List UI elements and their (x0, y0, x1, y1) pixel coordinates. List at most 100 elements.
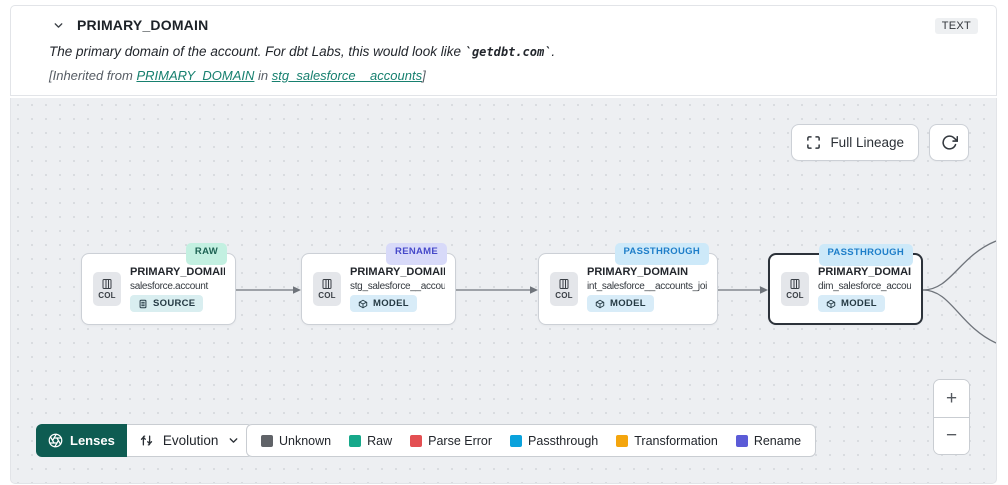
column-chip: COL (550, 272, 578, 306)
source-table-icon (138, 299, 148, 309)
legend-swatch-raw (349, 434, 362, 447)
aperture-icon (48, 433, 63, 448)
collapse-chevron-down-icon[interactable] (49, 16, 67, 34)
column-chip: COL (781, 272, 809, 306)
node-column-name: PRIMARY_DOMAIN (350, 266, 445, 278)
column-chip: COL (93, 272, 121, 306)
lineage-node-int-salesforce-accounts-joined[interactable]: PASSTHROUGH COL PRIMARY_DOMAIN int_sales… (538, 243, 718, 325)
description-suffix: . (551, 44, 556, 59)
column-title: PRIMARY_DOMAIN (77, 17, 209, 33)
inherited-model-link[interactable]: stg_salesforce__accounts (271, 68, 423, 83)
legend-swatch-transformation (616, 434, 629, 447)
columns-icon (558, 278, 570, 290)
legend-item-raw: Raw (349, 434, 392, 448)
legend-item-transformation: Transformation (616, 434, 718, 448)
legend-item-rename: Rename (735, 433, 802, 448)
legend-label: Unknown (279, 433, 332, 448)
legend-item-unknown: Unknown (261, 434, 331, 448)
lenses-button[interactable]: Lenses (36, 424, 127, 457)
zoom-controls: + − (933, 379, 970, 455)
model-cube-icon (595, 299, 605, 309)
col-chip-label: COL (555, 291, 573, 300)
inherited-middle: in (254, 68, 272, 83)
legend-label: Raw (367, 433, 393, 448)
node-content: COL PRIMARY_DOMAIN stg_salesforce__accou… (313, 266, 445, 312)
resource-type-label: SOURCE (153, 298, 196, 309)
lens-selected-label: Evolution (162, 433, 219, 448)
resource-type-label: MODEL (841, 298, 877, 309)
lineage-node-stg-salesforce-accounts[interactable]: RENAME COL PRIMARY_DOMAIN stg_salesforce… (301, 243, 456, 325)
legend-swatch-passthrough (510, 434, 523, 447)
columns-icon (321, 278, 333, 290)
refresh-icon (941, 134, 958, 151)
lineage-node-dim-salesforce-accounts[interactable]: PASSTHROUGH COL PRIMARY_DOMAIN dim_sales… (768, 244, 923, 325)
lens-badge-passthrough: PASSTHROUGH (818, 244, 913, 266)
inherited-from-line: [Inherited from PRIMARY_DOMAIN in stg_sa… (29, 68, 978, 83)
column-header-row: PRIMARY_DOMAIN (29, 16, 978, 34)
full-lineage-button[interactable]: Full Lineage (791, 124, 919, 161)
resource-type-badge: SOURCE (130, 295, 204, 312)
chevron-down-icon (227, 434, 240, 447)
lineage-node-salesforce-account[interactable]: RAW COL PRIMARY_DOMAIN__C salesforce.acc… (81, 243, 236, 325)
lens-badge-rename: RENAME (386, 243, 447, 265)
column-type-badge: TEXT (934, 18, 978, 34)
resource-type-badge: MODEL (818, 295, 885, 312)
route-icon (139, 433, 154, 448)
description-text: The primary domain of the account. For d… (49, 44, 465, 59)
node-column-name: PRIMARY_DOMAIN__C (130, 266, 225, 278)
legend-swatch-parse-error (410, 434, 423, 447)
expand-brackets-icon (806, 135, 821, 150)
legend-label: Passthrough (528, 433, 599, 448)
node-column-name: PRIMARY_DOMAIN (818, 266, 911, 278)
refresh-button[interactable] (929, 124, 969, 161)
node-body: PRIMARY_DOMAIN__C salesforce.account SOU… (130, 266, 225, 312)
node-content: COL PRIMARY_DOMAIN__C salesforce.account… (93, 266, 225, 312)
node-model-name: int_salesforce__accounts_joined (587, 281, 707, 292)
columns-icon (101, 278, 113, 290)
legend-item-passthrough: Passthrough (510, 434, 598, 448)
col-chip-label: COL (786, 291, 804, 300)
legend-swatch-unknown (261, 434, 273, 447)
column-details-card: PRIMARY_DOMAIN TEXT The primary domain o… (10, 5, 997, 96)
node-model-name: dim_salesforce_accounts (818, 281, 911, 292)
lenses-control: Lenses Evolution (36, 424, 254, 457)
model-cube-icon (826, 299, 836, 309)
full-lineage-label: Full Lineage (830, 135, 904, 150)
inherited-column-link[interactable]: PRIMARY_DOMAIN (136, 68, 255, 83)
inherited-suffix: ] (422, 68, 426, 83)
legend-swatch-rename (735, 434, 748, 447)
inherited-prefix: [Inherited from (49, 68, 137, 83)
node-content: COL PRIMARY_DOMAIN dim_salesforce_accoun… (781, 266, 911, 312)
lens-legend: Unknown Raw Parse Error Passthrough Tran… (246, 424, 817, 457)
node-body: PRIMARY_DOMAIN dim_salesforce_accounts M… (818, 266, 911, 312)
lens-badge-passthrough: PASSTHROUGH (614, 243, 709, 265)
legend-label: Parse Error (428, 433, 493, 448)
column-description: The primary domain of the account. For d… (29, 44, 978, 59)
node-model-name: stg_salesforce__accounts (350, 281, 445, 292)
node-content: COL PRIMARY_DOMAIN int_salesforce__accou… (550, 266, 707, 312)
resource-type-badge: MODEL (587, 295, 654, 312)
column-chip: COL (313, 272, 341, 306)
lineage-canvas[interactable]: Full Lineage RAW COL PRIMARY_DOMAIN__C s… (10, 98, 997, 484)
node-column-name: PRIMARY_DOMAIN (587, 266, 689, 278)
legend-label: Rename (753, 433, 802, 448)
col-chip-label: COL (318, 291, 336, 300)
legend-label: Transformation (634, 433, 718, 448)
resource-type-badge: MODEL (350, 295, 417, 312)
canvas-toolbar: Full Lineage (791, 124, 969, 161)
lenses-label: Lenses (70, 433, 115, 448)
node-model-name: salesforce.account (130, 281, 208, 292)
description-code: `getdbt.com` (464, 45, 552, 59)
lens-badge-raw: RAW (185, 243, 227, 265)
zoom-out-button[interactable]: − (934, 417, 969, 454)
col-chip-label: COL (98, 291, 116, 300)
node-body: PRIMARY_DOMAIN int_salesforce__accounts_… (587, 266, 707, 312)
model-cube-icon (358, 299, 368, 309)
lens-select-evolution[interactable]: Evolution (126, 424, 254, 457)
resource-type-label: MODEL (610, 298, 646, 309)
columns-icon (789, 278, 801, 290)
legend-item-parse-error: Parse Error (410, 434, 492, 448)
zoom-in-button[interactable]: + (934, 380, 969, 417)
resource-type-label: MODEL (373, 298, 409, 309)
